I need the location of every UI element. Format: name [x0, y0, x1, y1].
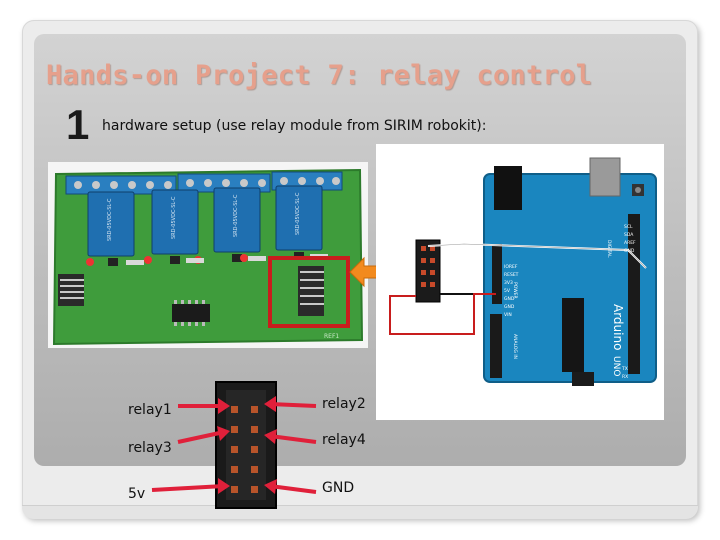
relay-chip-text: SRD-05VDC-SL-C: [233, 194, 239, 237]
svg-text:RX: RX: [622, 374, 628, 380]
svg-text:RESET: RESET: [504, 272, 519, 278]
svg-text:SDA: SDA: [624, 232, 634, 238]
label-relay1: relay1: [128, 402, 172, 418]
arduino-photo: Arduino UNO SCL SDA AREF GND IOREF RESET…: [376, 144, 664, 420]
relay-chip-text: SRD-05VDC-SL-C: [171, 196, 177, 239]
relay-module-photo: SRD-05VDC-SL-C SRD-05VDC-SL-C SRD-05VDC-…: [48, 162, 368, 348]
svg-text:GND: GND: [624, 248, 635, 254]
relay-block: [87, 185, 323, 257]
arduino-brand: Arduino: [611, 304, 625, 350]
relay-chip-text: SRD-05VDC-SL-C: [295, 192, 301, 235]
svg-text:AREF: AREF: [624, 240, 636, 246]
svg-text:TX: TX: [621, 366, 628, 372]
svg-text:5V: 5V: [504, 288, 511, 294]
label-relay3: relay3: [128, 440, 172, 456]
step-number: 1: [66, 101, 90, 148]
svg-text:ANALOG IN: ANALOG IN: [512, 334, 518, 359]
svg-text:GND: GND: [504, 296, 515, 302]
slide-title: Hands-on Project 7: relay control: [46, 60, 593, 91]
svg-text:VIN: VIN: [504, 312, 512, 318]
svg-text:GND: GND: [504, 304, 515, 310]
slide-bottom-edge: [22, 505, 698, 519]
svg-text:IOREF: IOREF: [504, 264, 518, 270]
arduino-model: UNO: [611, 356, 621, 376]
label-relay4: relay4: [322, 432, 366, 448]
svg-text:SCL: SCL: [624, 224, 633, 230]
board-label: REF1: [324, 333, 339, 340]
label-5v: 5v: [128, 486, 146, 502]
step-text: hardware setup (use relay module from SI…: [102, 118, 487, 134]
label-relay2: relay2: [322, 396, 366, 412]
label-gnd: GND: [322, 480, 355, 496]
svg-text:DIGITAL: DIGITAL: [606, 240, 612, 258]
svg-text:3V3: 3V3: [504, 280, 513, 286]
svg-text:POWER: POWER: [512, 282, 518, 299]
relay-chip-text: SRD-05VDC-SL-C: [107, 198, 113, 241]
header-highlight-box: [268, 256, 350, 328]
